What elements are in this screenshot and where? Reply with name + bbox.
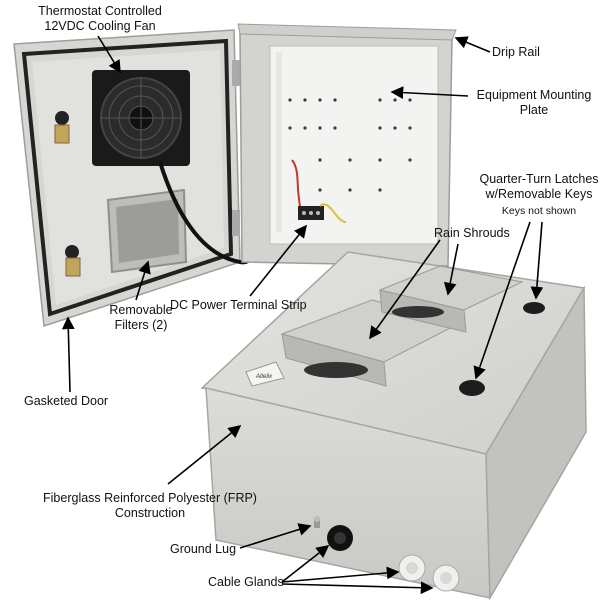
label-frp: Fiberglass Reinforced Polyester (FRP)Con… <box>43 491 257 520</box>
label-door: Gasketed Door <box>24 394 109 408</box>
arrow-ground-lug <box>239 523 312 549</box>
cable-gland-black <box>327 525 353 551</box>
arrow-gland-1 <box>281 545 330 583</box>
dc-power-terminal-strip <box>291 159 347 223</box>
brand-plate-text: Altelix <box>255 374 273 380</box>
arrow-latch-2 <box>473 221 531 380</box>
arrow-filter <box>135 260 151 301</box>
brand-plate: Altelix <box>245 361 285 387</box>
arrow-rain-shroud-1 <box>443 243 459 296</box>
ground-lug <box>314 516 320 528</box>
cable-gland-white-1 <box>398 554 426 582</box>
arrow-door <box>61 316 75 393</box>
arrow-mounting-plate <box>390 86 469 99</box>
arrow-drip-rail <box>454 36 491 53</box>
label-cable-glands: Cable Glands <box>208 575 284 589</box>
arrow-terminal-strip <box>249 224 307 297</box>
arrow-latch-1 <box>530 221 544 300</box>
removable-filter <box>106 188 188 274</box>
callout-arrows <box>61 35 544 595</box>
door-gasket <box>21 38 234 317</box>
door-latch-top <box>54 111 70 144</box>
arrow-frp <box>167 424 242 485</box>
arrow-rain-shroud-2 <box>369 239 441 340</box>
label-terminal-strip: DC Power Terminal Strip <box>170 298 307 312</box>
arrow-gland-3 <box>281 581 434 595</box>
label-ground-lug: Ground Lug <box>170 542 237 556</box>
arrow-fan <box>97 35 121 74</box>
cooling-fan <box>92 70 190 166</box>
label-drip-rail: Drip Rail <box>492 45 540 59</box>
label-keys-note: Keys not shown <box>501 205 577 217</box>
door-latch-bottom <box>65 245 81 277</box>
quarter-turn-latch-2 <box>459 380 485 396</box>
cable-gland-white-2 <box>432 564 460 592</box>
equipment-mounting-plate <box>269 45 439 245</box>
quarter-turn-latch-1 <box>523 302 545 314</box>
drip-rail <box>237 23 457 41</box>
arrow-gland-2 <box>281 566 400 583</box>
open-enclosure <box>13 23 457 328</box>
label-rain-shrouds: Rain Shrouds <box>434 226 510 240</box>
closed-enclosure-side <box>485 285 587 601</box>
